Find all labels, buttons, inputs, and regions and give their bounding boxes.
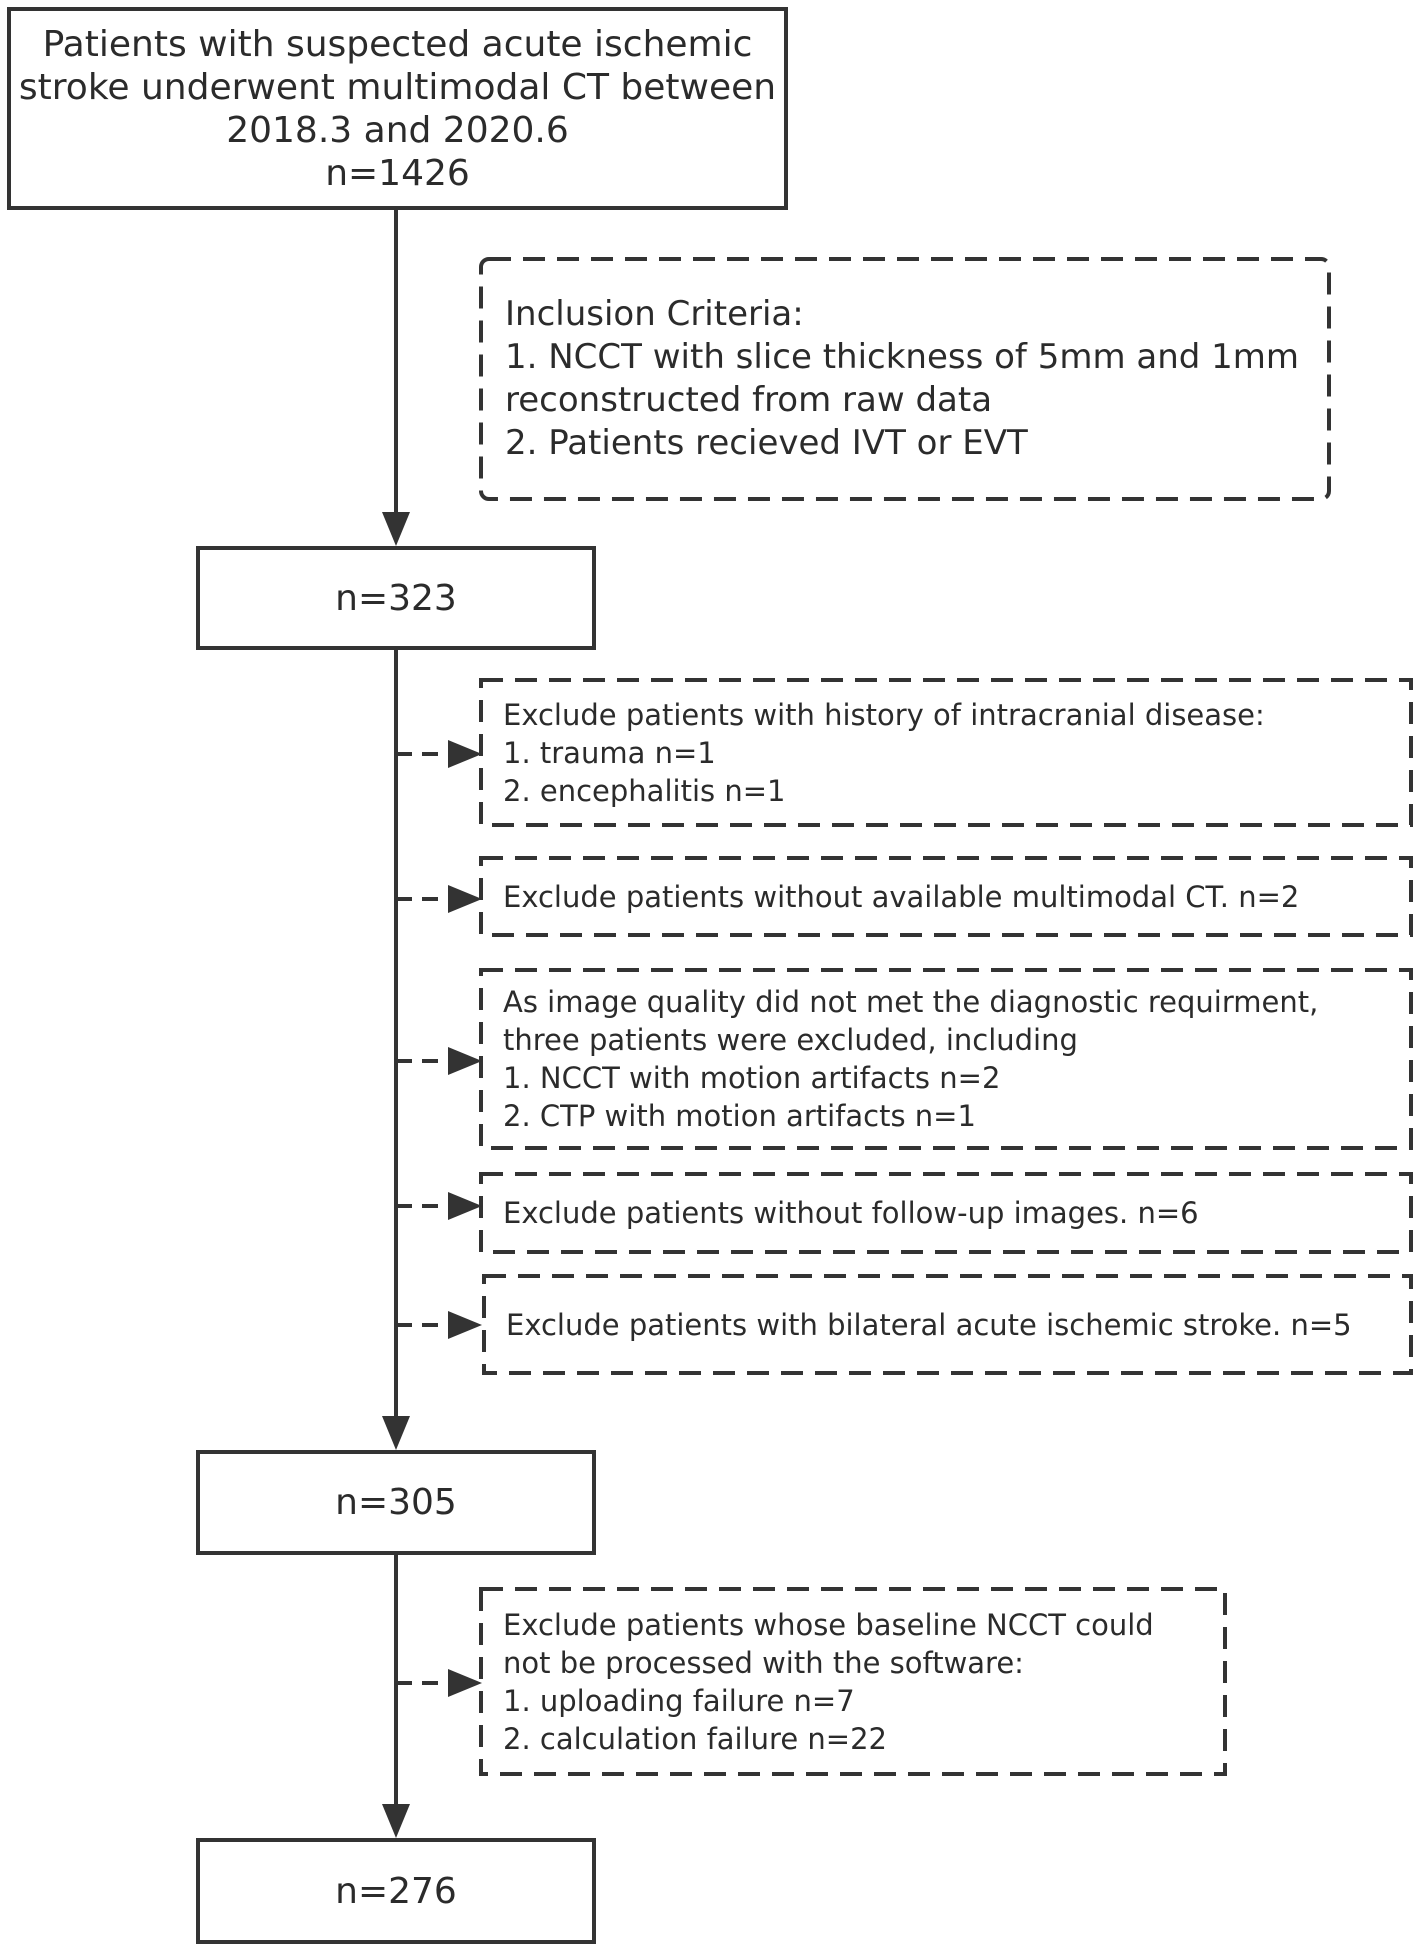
after-stage1-count: n=305 [335, 1482, 457, 1523]
inclusion-item-2: 2. Patients recieved IVT or EVT [505, 423, 1028, 463]
exclusion-2-line-1: Exclude patients without available multi… [503, 879, 1300, 914]
exclusion-no-multimodal-ct: Exclude patients without available multi… [481, 858, 1411, 935]
exclusion-stage2-border [479, 1587, 1227, 1776]
exclusion-3-line-1: As image quality did not met the diagnos… [503, 985, 1319, 1019]
exclusion-s2-line-2: not be processed with the software: [503, 1645, 1024, 1680]
exclusion-2-border [479, 856, 1413, 937]
source-line-3: 2018.3 and 2020.6 [226, 109, 569, 151]
exclusion-intracranial-disease: Exclude patients with history of intracr… [481, 680, 1411, 825]
exclusion-software-failure: Exclude patients whose baseline NCCT cou… [481, 1589, 1225, 1774]
exclusion-bilateral-stroke: Exclude patients with bilateral acute is… [484, 1276, 1411, 1373]
exclusion-1-line-3: 2. encephalitis n=1 [503, 773, 786, 808]
inclusion-criteria-note: Inclusion Criteria: 1. NCCT with slice t… [481, 259, 1329, 499]
final-cohort-box: n=276 [196, 1838, 596, 1944]
exclusion-s2-line-1: Exclude patients whose baseline NCCT cou… [503, 1607, 1154, 1642]
final-cohort-count: n=276 [335, 1870, 457, 1912]
after-stage1-box: n=305 [196, 1450, 596, 1555]
exclusion-image-quality: As image quality did not met the diagnos… [481, 970, 1411, 1148]
inclusion-item-1-cont: reconstructed from raw data [505, 380, 993, 420]
inclusion-criteria-border [479, 257, 1331, 501]
exclusion-3-border [479, 968, 1413, 1150]
exclusion-4-border [479, 1172, 1413, 1254]
exclusion-4-line-1: Exclude patients without follow-up image… [503, 1196, 1199, 1230]
exclusion-5-line-1: Exclude patients with bilateral acute is… [506, 1307, 1352, 1342]
exclusion-3-line-2: three patients were excluded, including [503, 1023, 1078, 1057]
arrowhead-exclusion-2 [448, 885, 482, 913]
arrowhead-to-n305 [382, 1416, 410, 1450]
arrowhead-to-n323 [382, 512, 410, 546]
arrowhead-exclusion-5 [448, 1311, 482, 1339]
exclusion-s2-line-3: 1. uploading failure n=7 [503, 1683, 855, 1718]
exclusion-s2-line-4: 2. calculation failure n=22 [503, 1721, 887, 1756]
exclusion-3-line-3: 1. NCCT with motion artifacts n=2 [503, 1061, 1001, 1095]
source-count: n=1426 [325, 152, 470, 194]
arrowhead-exclusion-4 [448, 1192, 482, 1220]
arrowhead-exclusion-1 [448, 740, 482, 768]
exclusion-1-line-1: Exclude patients with history of intracr… [503, 697, 1265, 732]
exclusion-no-follow-up: Exclude patients without follow-up image… [481, 1174, 1411, 1252]
inclusion-title: Inclusion Criteria: [505, 294, 804, 334]
after-inclusion-box: n=323 [196, 546, 596, 650]
source-population-box: Patients with suspected acute ischemic s… [7, 7, 788, 210]
exclusion-3-line-4: 2. CTP with motion artifacts n=1 [503, 1099, 976, 1133]
exclusion-1-border [479, 678, 1413, 827]
arrowhead-to-n276 [382, 1804, 410, 1838]
exclusion-1-line-2: 1. trauma n=1 [503, 735, 716, 770]
exclusion-5-border [482, 1274, 1413, 1375]
arrowhead-exclusion-stage2 [448, 1669, 482, 1697]
source-line-1: Patients with suspected acute ischemic [42, 23, 753, 65]
inclusion-item-1: 1. NCCT with slice thickness of 5mm and … [505, 337, 1300, 377]
after-inclusion-count: n=323 [335, 577, 457, 619]
source-line-2: stroke underwent multimodal CT between [18, 66, 777, 108]
arrowhead-exclusion-3 [448, 1047, 482, 1075]
